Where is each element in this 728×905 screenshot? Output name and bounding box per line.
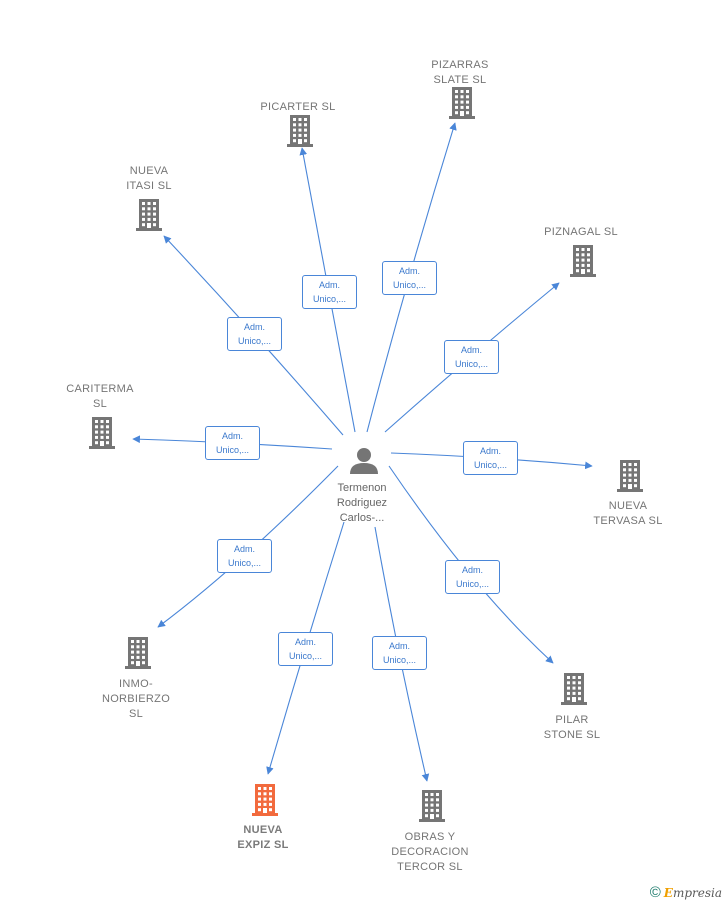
building-icon-pilar-stone[interactable] [561,673,587,705]
company-label-picarter[interactable]: PICARTER SL [260,101,336,113]
company-label-nueva-tervasa[interactable]: NUEVA TERVASA SL [593,500,663,527]
edge-role-nueva-expiz[interactable]: Adm. Unico,... [278,632,333,666]
edge-role-inmo-norbierzo[interactable]: Adm. Unico,... [217,539,272,573]
edge-role-picarter[interactable]: Adm. Unico,... [302,275,357,309]
edge-role-obras-decoracion[interactable]: Adm. Unico,... [372,636,427,670]
center-person-label[interactable]: Termenon Rodriguez Carlos-... [336,482,388,524]
building-icon-nueva-itasi[interactable] [136,199,162,231]
footer-brand: ©Empresia [650,884,722,901]
company-label-inmo-norbierzo[interactable]: INMO- NORBIERZO SL [101,678,171,720]
company-label-cariterma[interactable]: CARITERMA SL [66,383,134,410]
company-label-pizarras[interactable]: PIZARRAS SLATE SL [431,59,489,86]
brand-logo: Empresia [663,886,722,900]
building-icon-cariterma[interactable] [89,417,115,449]
building-icon-pizarras[interactable] [449,87,475,119]
edge-role-nueva-tervasa[interactable]: Adm. Unico,... [463,441,518,475]
company-label-nueva-expiz[interactable]: NUEVA EXPIZ SL [237,824,289,851]
company-label-nueva-itasi[interactable]: NUEVA ITASI SL [126,165,172,192]
edge-role-piznagal[interactable]: Adm. Unico,... [444,340,499,374]
person-icon[interactable] [350,448,378,474]
building-icon-obras-decoracion[interactable] [419,790,445,822]
building-icon-inmo-norbierzo[interactable] [125,637,151,669]
building-icon-picarter[interactable] [287,115,313,147]
company-label-obras-decoracion[interactable]: OBRAS Y DECORACION TERCOR SL [391,831,469,873]
building-icon-nueva-tervasa[interactable] [617,460,643,492]
edge-role-pilar-stone[interactable]: Adm. Unico,... [445,560,500,594]
building-icon-nueva-expiz[interactable] [252,784,278,816]
edge-role-nueva-itasi[interactable]: Adm. Unico,... [227,317,282,351]
company-label-pilar-stone[interactable]: PILAR STONE SL [543,714,601,741]
copyright-symbol: © [649,884,661,901]
building-icon-piznagal[interactable] [570,245,596,277]
edge-role-cariterma[interactable]: Adm. Unico,... [205,426,260,460]
company-label-piznagal[interactable]: PIZNAGAL SL [544,226,618,238]
edge-role-pizarras[interactable]: Adm. Unico,... [382,261,437,295]
